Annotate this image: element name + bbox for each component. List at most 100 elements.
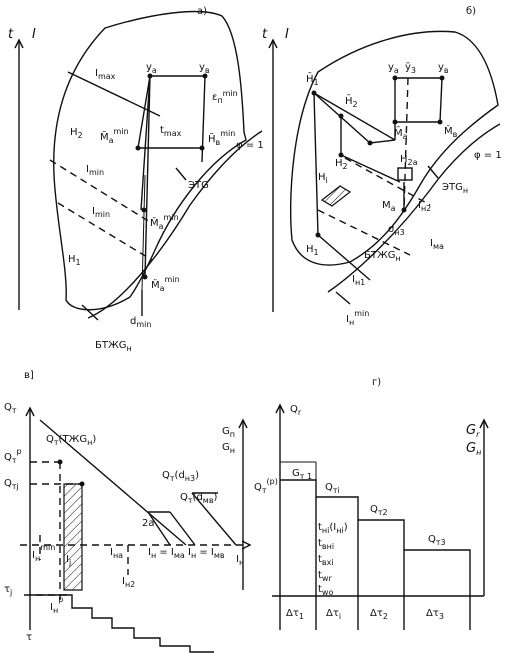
H2a-box: [397, 167, 413, 181]
H2-to-H2a: [340, 154, 401, 183]
label-Qt-tzhg: Qт(ТЖGн): [46, 434, 96, 447]
Qr-axis-arrow: [275, 403, 285, 414]
H1-diag: [313, 92, 396, 141]
Qt-axis-arrow: [25, 406, 35, 417]
label-H1: H1: [68, 254, 81, 267]
label-In1: Iн1: [352, 274, 365, 287]
H2-to-Ma: [369, 139, 396, 144]
label-H1-top: H̄1: [306, 72, 319, 87]
Ij-hatched-region: [63, 483, 83, 591]
label-an3: σн3: [388, 224, 405, 237]
label-Imin-2: Imin: [92, 206, 110, 219]
panel-g: г) Qr Gr Gн Gт 1 Qт(р) Qтi Qт2 Qт3 tнi(I…: [254, 377, 489, 630]
panel-b: б) t I: [262, 6, 502, 327]
ya-to-Ma: [137, 75, 151, 149]
label-H2a: H2a: [400, 154, 418, 167]
btzhg-tick: [81, 304, 99, 321]
I-axis-b-label: I: [285, 27, 289, 42]
label-dt1: Δτ1: [286, 608, 304, 621]
label-Ina: Iна: [110, 547, 123, 560]
label-Qt-dmv: Qт(dмв): [180, 492, 218, 505]
panel-a: a) t I Imax ya yв: [8, 6, 264, 353]
label-In-axis: Iн: [236, 554, 244, 567]
label-dt2: Δτ2: [370, 608, 388, 621]
t-axis-label: t: [8, 27, 14, 42]
label-ya: ya: [146, 62, 157, 75]
label-Gn-v: Gн: [222, 442, 235, 455]
etg-tick: [175, 167, 187, 181]
label-tmax: tmax: [160, 125, 182, 138]
panel-v-label: в]: [24, 370, 34, 381]
point-yv-b: [439, 75, 445, 81]
label-H1-b: H1: [306, 244, 319, 257]
label-Ij: Ij: [66, 554, 71, 567]
point-Mv-b: [437, 119, 443, 125]
label-t-wo: two: [318, 584, 333, 597]
label-phi1-b: φ = 1: [474, 150, 502, 161]
label-Ma-min-low: M̌amin: [151, 275, 180, 293]
panel-g-label: г): [372, 377, 381, 388]
point-Ma-min-low: [142, 274, 148, 280]
point-Ma-min: [135, 145, 141, 151]
label-dti: Δτi: [326, 608, 341, 621]
point-H1: [315, 232, 321, 238]
tau-staircase: [30, 594, 214, 653]
label-In-p: Iнp: [50, 595, 63, 615]
point-H2-top: [338, 113, 344, 119]
panel-v: в] Qт Gп Gн Qтр Qтj Q: [4, 370, 252, 653]
H1-vertical: [313, 92, 319, 236]
label-H2: H2: [70, 127, 83, 140]
point-Ma-b: [392, 119, 398, 125]
label-In-min: Iнmin: [32, 543, 55, 563]
label-Mv-b: M̌в: [444, 124, 458, 139]
label-Gp: Gп: [222, 426, 235, 439]
label-Ma-top: M̄a: [394, 126, 408, 141]
label-tau-j: τj: [4, 584, 12, 597]
region-outline-b: [289, 30, 499, 266]
label-Qtp-g: Qт(р): [254, 477, 278, 495]
point-Hv-min: [199, 145, 205, 151]
label-btzhg: БTЖGн: [95, 340, 132, 353]
label-Qti: Qтi: [325, 482, 340, 495]
point-H1-top: [311, 90, 317, 96]
label-Qt-dn3: Qт(dн3): [162, 470, 199, 483]
label-ya-b: ya: [388, 62, 399, 75]
label-dmin: dmin: [130, 316, 151, 329]
panel-b-label: б): [466, 6, 476, 17]
label-yv: yв: [199, 62, 210, 75]
Qt-axis-label: Qт: [4, 402, 17, 415]
t-axis-b-label: t: [262, 27, 268, 42]
Qt-tzhg-line: [39, 419, 187, 546]
region-outline: [53, 10, 247, 311]
label-phi1: φ = 1: [236, 140, 264, 151]
label-y3: ȳ3: [405, 62, 416, 75]
I-axis-label: I: [32, 27, 36, 42]
label-etg-b: ЭTGн: [442, 182, 468, 195]
label-Imax: Imax: [95, 68, 116, 81]
point-ya-b: [392, 75, 398, 81]
label-Ma-min-mid: M̌amin: [150, 213, 179, 231]
label-Qtp: Qтр: [4, 447, 22, 465]
label-t-vxi: tвхі: [318, 554, 334, 567]
label-Ma-b: Ma: [382, 200, 396, 213]
point-ya: [147, 73, 153, 79]
In-min-tick: [335, 291, 351, 305]
label-Qt2: Qт2: [370, 504, 388, 517]
point-Qtp: [57, 459, 63, 465]
point-H2: [338, 152, 344, 158]
ya-vertical: [144, 75, 151, 278]
label-In2-v: Iн2: [122, 576, 135, 589]
label-Gn-g: Gн: [466, 441, 481, 457]
label-t-vni: tвні: [318, 538, 334, 551]
saturation-curve: [87, 130, 263, 319]
label-In2-b: Iн2: [418, 200, 431, 213]
In-axis-arrow: [241, 540, 252, 550]
t-axis-arrow: [14, 38, 24, 49]
Hi-parallelogram: [320, 185, 352, 207]
yv-down: [439, 77, 443, 123]
label-H2: H2: [335, 158, 348, 171]
Imin-dashed-2: [57, 202, 153, 261]
ya-to-Ma-mid: [140, 75, 151, 211]
label-Hv-min: H̃вmin: [208, 129, 235, 147]
